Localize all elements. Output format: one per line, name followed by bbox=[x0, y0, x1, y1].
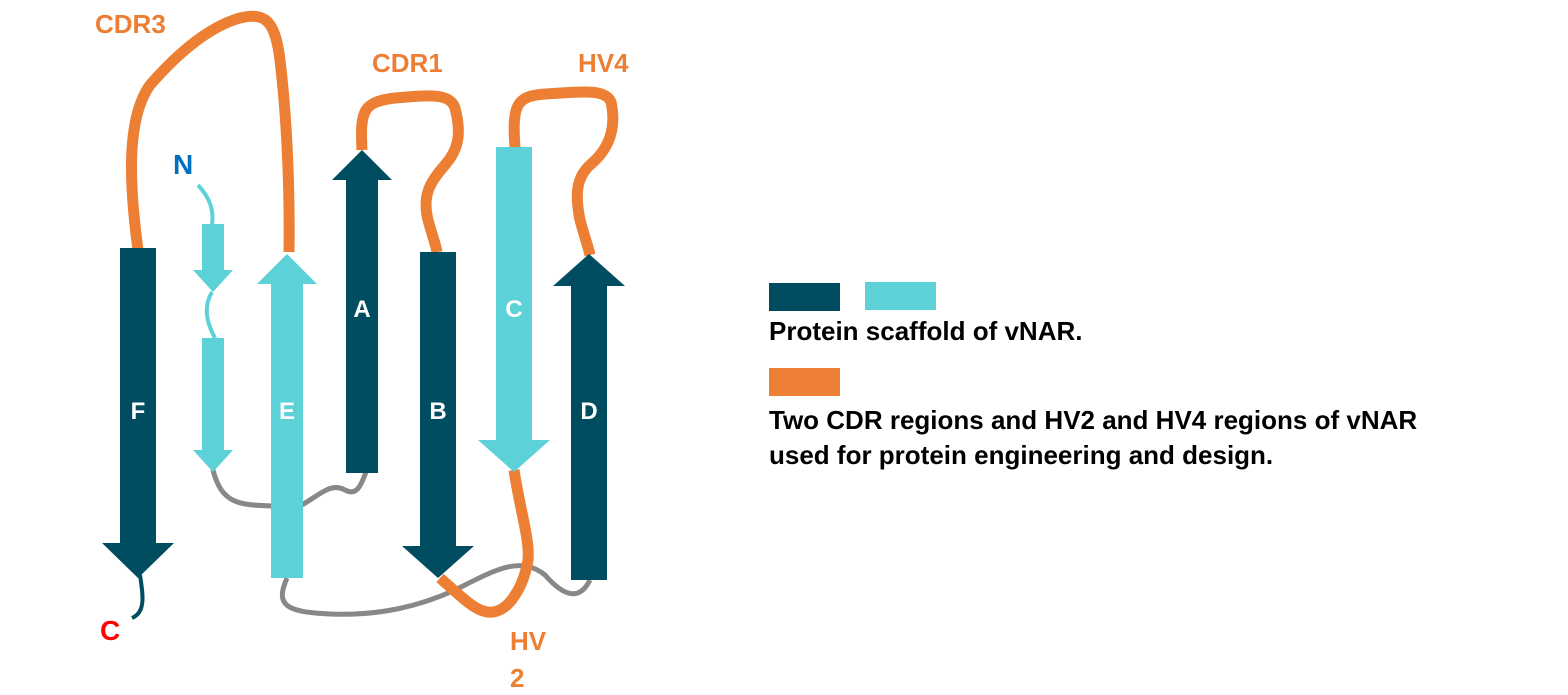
c-terminus-tail bbox=[130, 574, 145, 620]
strand-d-arrow bbox=[553, 254, 625, 580]
cdr3-loop bbox=[125, 10, 295, 253]
n-terminus-label: N bbox=[173, 149, 193, 180]
cdr3-label: CDR3 bbox=[95, 9, 166, 39]
hv2-label-line2: 2 bbox=[510, 663, 524, 693]
strand-b-label: B bbox=[429, 398, 446, 425]
legend-swatch-orange bbox=[769, 368, 840, 396]
cdr1-label: CDR1 bbox=[372, 48, 443, 78]
hv2-loop bbox=[436, 469, 534, 618]
strand-f-label: F bbox=[131, 398, 146, 425]
vnar-topology-diagram: F E A B C D CDR3 CDR1 HV4 HV 2 N C bbox=[95, 9, 629, 693]
cdr1-loop bbox=[356, 90, 464, 253]
strand-n-strand-part-1 bbox=[193, 224, 233, 292]
loop-n-to-a bbox=[210, 469, 369, 509]
legend-scaffold-text: Protein scaffold of vNAR. bbox=[769, 316, 1083, 346]
hv4-label: HV4 bbox=[578, 48, 629, 78]
strand-e-label: E bbox=[279, 398, 295, 425]
hv4-loop bbox=[508, 86, 619, 257]
strand-c-label: C bbox=[505, 296, 522, 323]
legend-swatch-light bbox=[865, 282, 936, 310]
c-terminus-label: C bbox=[100, 615, 120, 646]
strand-f-arrow bbox=[102, 248, 174, 578]
strand-a-arrow bbox=[332, 150, 392, 473]
strand-e-arrow bbox=[257, 254, 317, 578]
strand-n-strand-part-2 bbox=[193, 338, 233, 472]
legend-variable-text-line1: Two CDR regions and HV2 and HV4 regions … bbox=[769, 405, 1418, 435]
strand-a-label: A bbox=[353, 296, 370, 323]
legend-swatch-dark bbox=[769, 283, 840, 311]
n-strand-linker bbox=[204, 290, 217, 339]
strands-layer: F E A B C D bbox=[102, 147, 625, 580]
hv2-label-line1: HV bbox=[510, 626, 547, 656]
strand-c-arrow bbox=[478, 147, 550, 472]
strand-b-arrow bbox=[402, 252, 474, 578]
n-terminus-tail bbox=[196, 183, 215, 226]
legend-variable-text-line2: used for protein engineering and design. bbox=[769, 440, 1274, 470]
strand-d-label: D bbox=[580, 398, 597, 425]
